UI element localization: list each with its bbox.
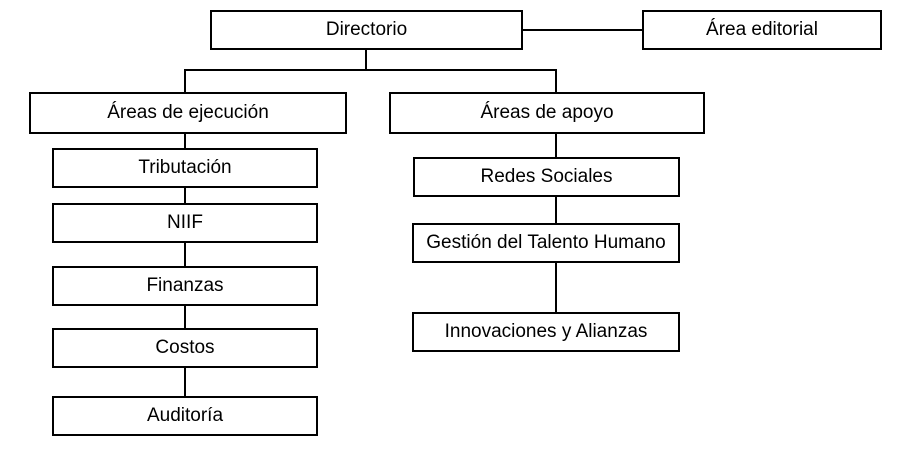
connector-redes-gestion (555, 197, 557, 223)
connector-branch-right-drop (555, 69, 557, 92)
connector-tributacion-niif (184, 188, 186, 203)
connector-apoyo-redes (555, 134, 557, 157)
node-innovaciones: Innovaciones y Alianzas (412, 312, 680, 352)
node-costos: Costos (52, 328, 318, 368)
node-finanzas: Finanzas (52, 266, 318, 306)
connector-finanzas-costos (184, 306, 186, 328)
connector-gestion-innovaciones (555, 263, 557, 312)
connector-costos-auditoria (184, 368, 186, 396)
node-areas-ejecucion: Áreas de ejecución (29, 92, 347, 134)
node-areas-apoyo: Áreas de apoyo (389, 92, 705, 134)
connector-directorio-editorial (523, 29, 642, 31)
connector-niif-finanzas (184, 243, 186, 266)
connector-branch-left-drop (184, 69, 186, 92)
node-niif: NIIF (52, 203, 318, 243)
connector-ejecucion-tributacion (184, 134, 186, 148)
node-gestion-talento: Gestión del Talento Humano (412, 223, 680, 263)
connector-branch-horizontal (184, 69, 557, 71)
node-area-editorial: Área editorial (642, 10, 882, 50)
node-auditoria: Auditoría (52, 396, 318, 436)
node-tributacion: Tributación (52, 148, 318, 188)
node-redes-sociales: Redes Sociales (413, 157, 680, 197)
connector-directorio-stem (365, 50, 367, 70)
node-directorio: Directorio (210, 10, 523, 50)
